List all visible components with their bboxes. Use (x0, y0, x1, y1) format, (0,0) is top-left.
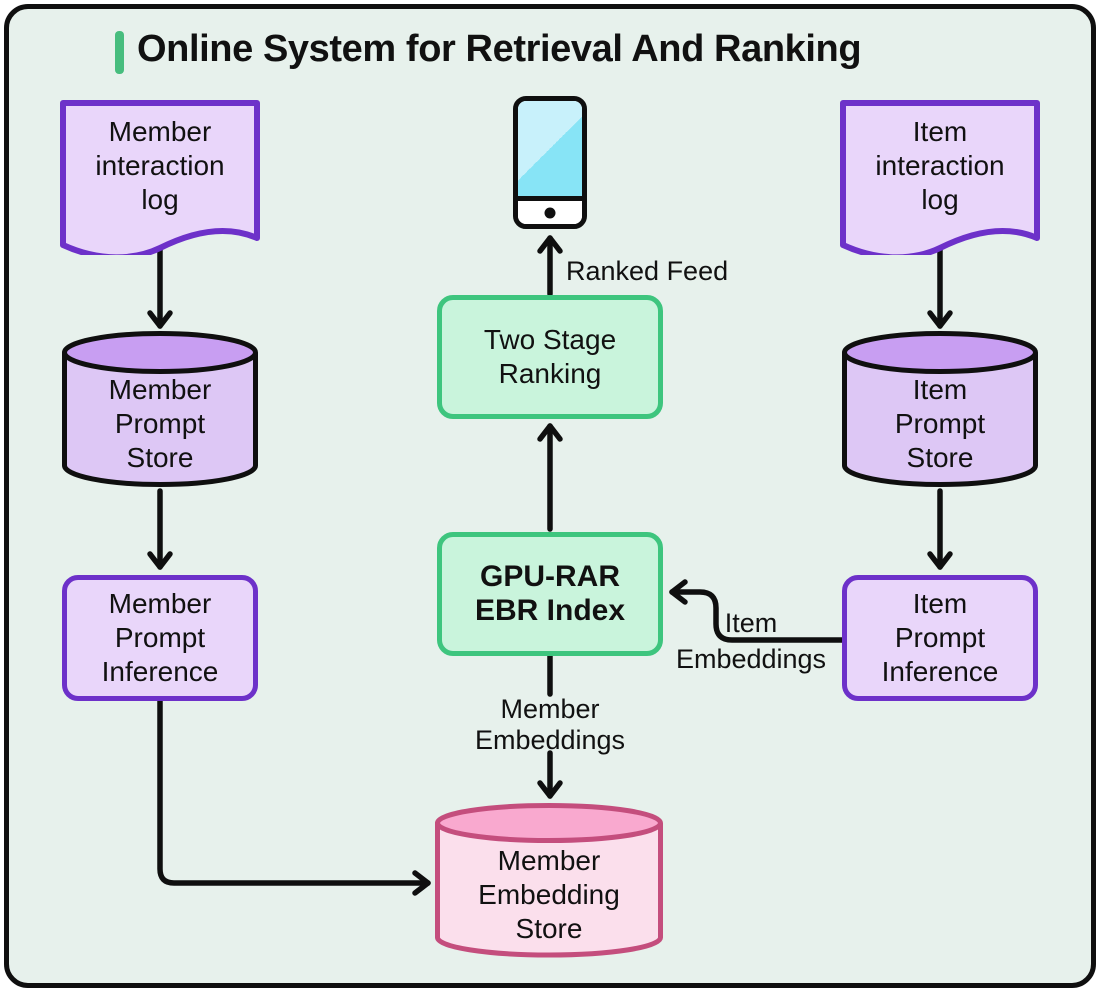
edge-label-ranked-feed: Ranked Feed (566, 256, 729, 286)
smartphone-icon (513, 96, 587, 229)
node-label: Item interaction log (875, 115, 1005, 215)
node-label: Item Prompt Store (894, 374, 986, 473)
node-label: GPU-RAR EBR Index (474, 560, 626, 627)
node-item-prompt-inference: Item Prompt Inference (842, 575, 1038, 701)
node-member-embedding-store: Member Embedding Store (435, 803, 663, 960)
document-shape (840, 100, 1040, 255)
phone-chin (518, 201, 582, 224)
cylinder-shape (435, 803, 663, 958)
document-shape (60, 100, 260, 255)
cylinder-shape (62, 331, 258, 487)
node-label: Item Prompt Inference (881, 588, 999, 687)
node-label: Member interaction log (95, 115, 225, 215)
phone-screen (518, 101, 582, 201)
edge-label-item-embeddings: Item Embeddings (675, 608, 827, 674)
node-member-interaction-log: Member interaction log (60, 100, 260, 255)
phone-home-button-icon (544, 207, 556, 218)
node-item-interaction-log: Item interaction log (840, 100, 1040, 255)
node-label: Member Prompt Store (108, 374, 212, 473)
title-accent-bar (115, 31, 124, 74)
node-label: Two Stage Ranking (483, 324, 617, 389)
node-gpu-rar-ebr-index: GPU-RAR EBR Index (437, 532, 663, 656)
node-item-prompt-store: Item Prompt Store (842, 331, 1038, 487)
page-title: Online System for Retrieval And Ranking (137, 28, 862, 70)
node-member-prompt-inference: Member Prompt Inference (62, 575, 258, 701)
cylinder-shape (842, 331, 1038, 487)
node-label: Member Prompt Inference (101, 588, 219, 687)
node-two-stage-ranking: Two Stage Ranking (437, 295, 663, 419)
edge-label-member-embeddings: Member Embeddings (474, 694, 626, 755)
node-member-prompt-store: Member Prompt Store (62, 331, 258, 487)
node-label: Member Embedding Store (478, 844, 620, 944)
